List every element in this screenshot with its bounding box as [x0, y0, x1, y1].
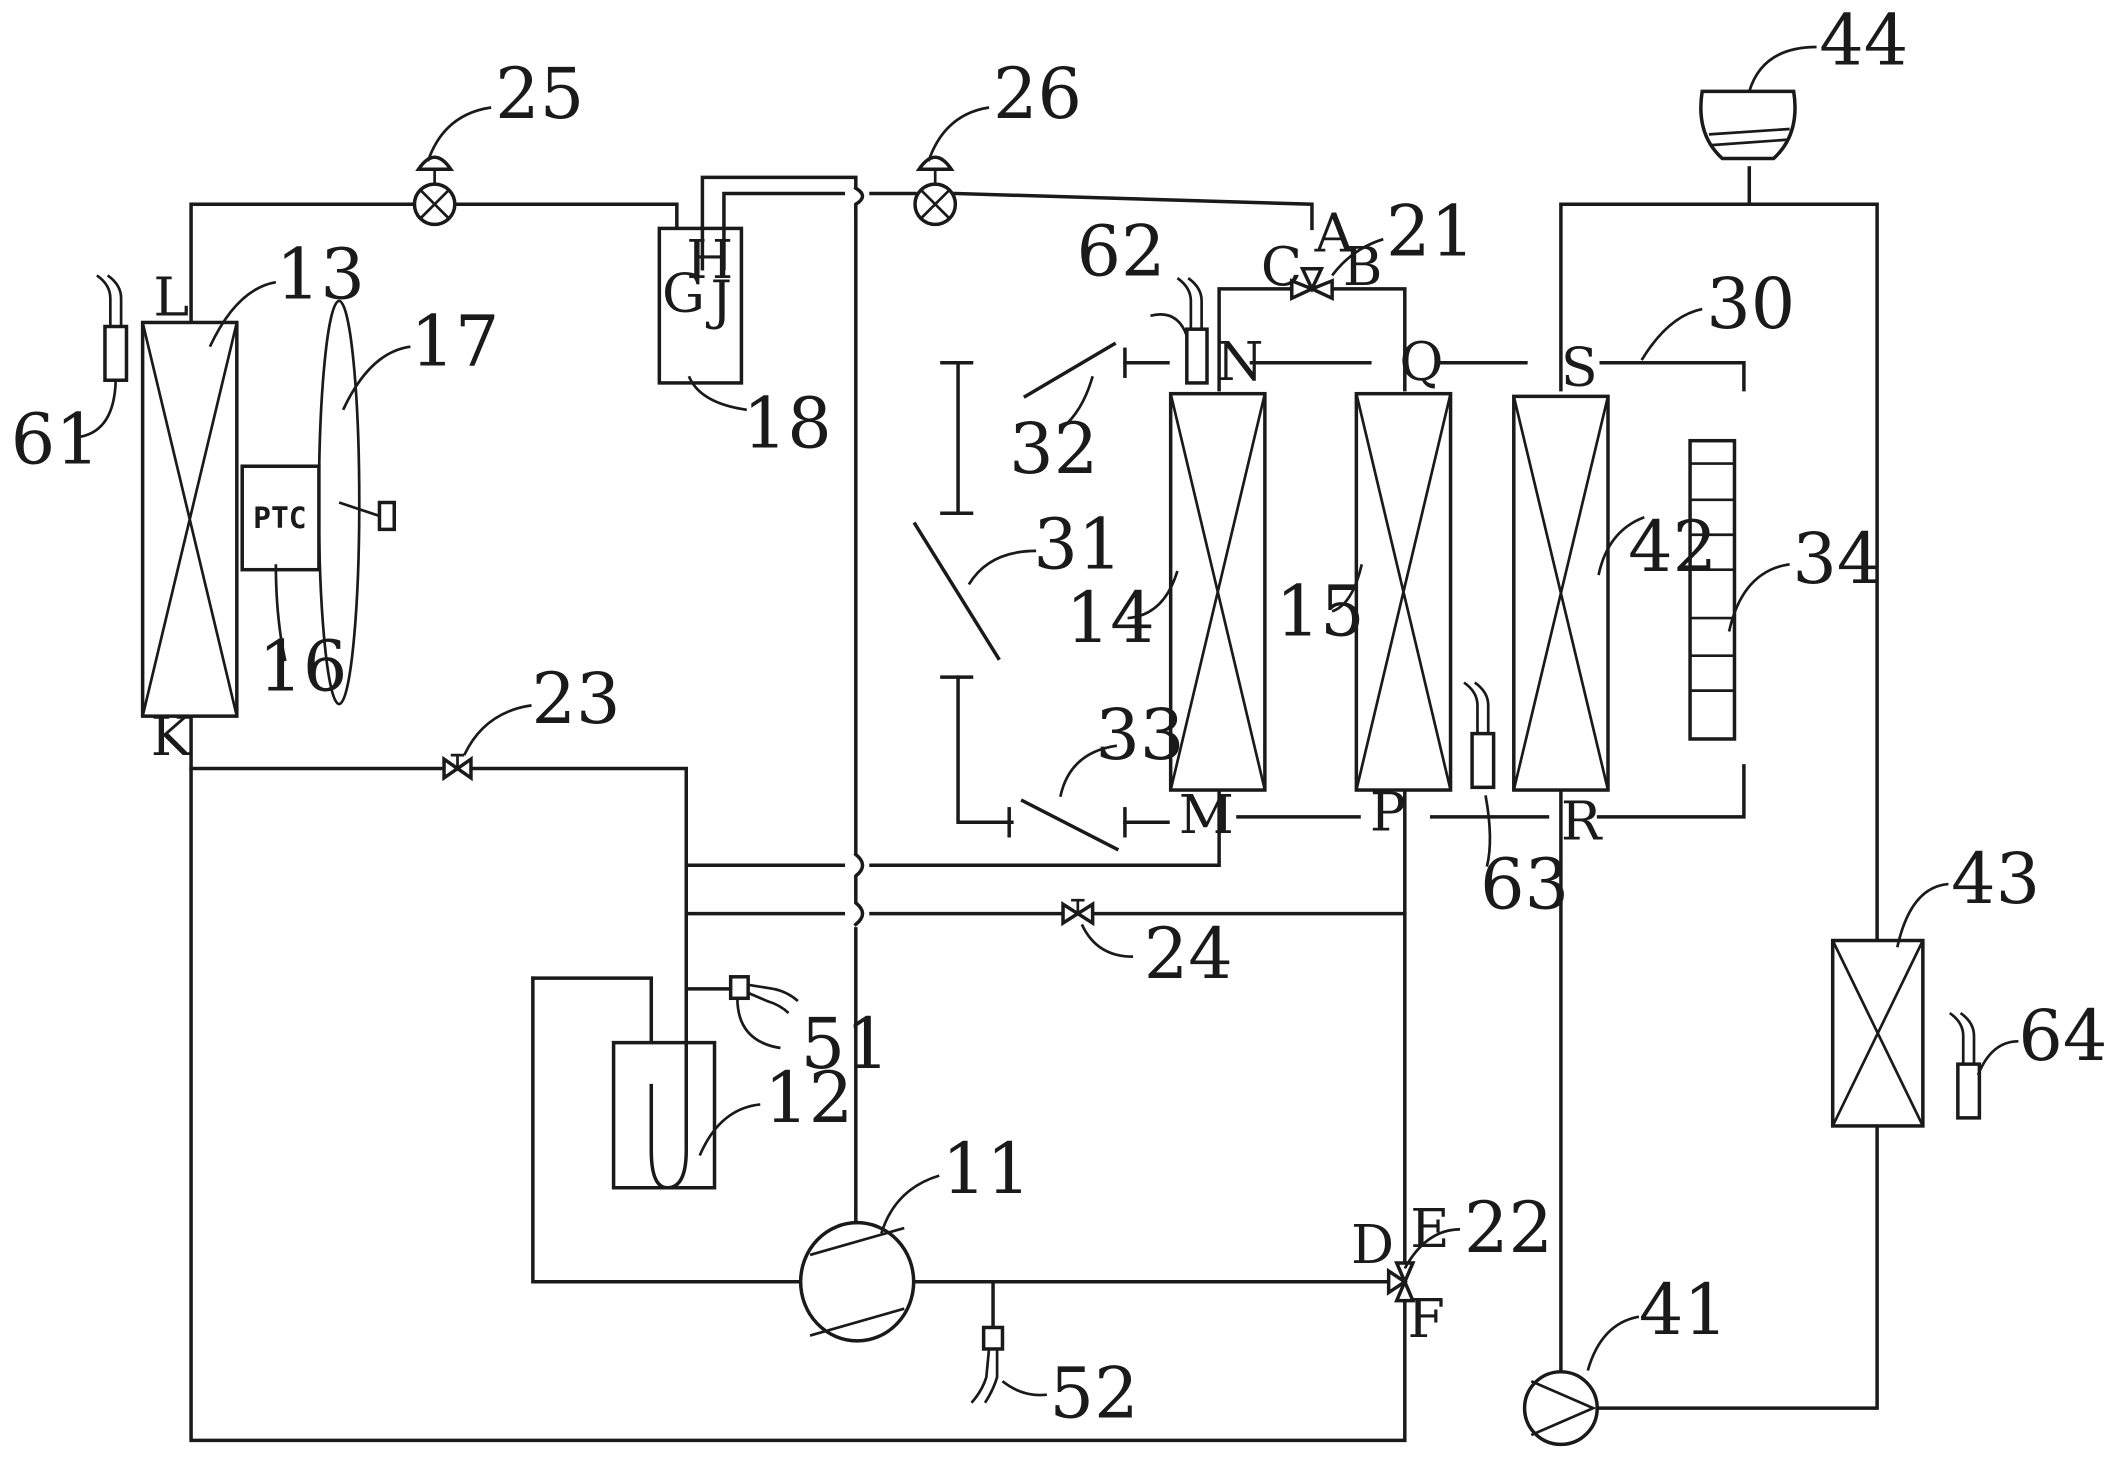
port-H: H	[686, 228, 733, 291]
ref-26: 26	[993, 54, 1082, 135]
expansion-valve-25	[412, 155, 457, 227]
refrigerant-piping	[189, 175, 1407, 1443]
pump-41	[1522, 1370, 1599, 1447]
port-R: R	[1561, 790, 1603, 853]
electric-heater-34	[1688, 438, 1737, 741]
ref-16: 16	[258, 627, 347, 708]
ref-44: 44	[1819, 1, 1908, 82]
ref-13: 13	[276, 234, 365, 315]
expansion-valve-26	[913, 155, 958, 227]
ref-24: 24	[1144, 914, 1233, 995]
port-C: C	[1261, 235, 1302, 298]
ref-17: 17	[410, 302, 499, 383]
ref-25: 25	[495, 54, 584, 135]
ref-51: 51	[801, 1004, 890, 1085]
port-S: S	[1561, 336, 1598, 399]
ref-43: 43	[1951, 839, 2040, 920]
ref-22: 22	[1464, 1188, 1553, 1269]
ref-12: 12	[764, 1058, 853, 1139]
coolant-piping	[1559, 166, 1879, 1410]
port-M: M	[1179, 783, 1234, 846]
ref-61: 61	[11, 400, 100, 481]
sensor-61	[96, 274, 129, 382]
compressor-11	[798, 1207, 916, 1343]
coolant-heater-43	[1830, 938, 1925, 1128]
sensor-51	[728, 975, 799, 1015]
port-letters: A B C D E F G H J K L M N P Q R S	[151, 201, 1603, 1350]
sensor-52	[970, 1325, 1005, 1404]
three-way-valve-21	[1290, 266, 1334, 302]
port-P: P	[1370, 780, 1406, 843]
ref-23: 23	[532, 659, 621, 740]
indoor-heat-exchanger-15	[1354, 391, 1453, 792]
air-duct	[912, 341, 1746, 852]
shutoff-valve-24	[1061, 898, 1095, 927]
ref-18: 18	[743, 383, 832, 464]
port-Q: Q	[1399, 330, 1443, 393]
expansion-tank-44	[1699, 89, 1797, 161]
ref-34: 34	[1792, 519, 1881, 600]
outdoor-heat-exchanger	[140, 320, 239, 718]
ref-31: 31	[1033, 504, 1122, 585]
sensor-64	[1948, 1011, 1982, 1120]
ref-62: 62	[1076, 211, 1165, 292]
port-F: F	[1407, 1287, 1444, 1350]
port-L: L	[153, 266, 189, 329]
ref-15: 15	[1276, 572, 1365, 653]
ref-11: 11	[942, 1129, 1031, 1210]
ref-63: 63	[1480, 844, 1569, 925]
ref-30: 30	[1706, 264, 1795, 345]
port-A: A	[1314, 201, 1355, 264]
ref-33: 33	[1095, 695, 1184, 776]
accumulator-12	[611, 1040, 717, 1190]
fan-17	[317, 299, 397, 706]
sensor-63	[1463, 681, 1496, 790]
ptc-heater: PTC	[240, 464, 321, 572]
port-D: D	[1351, 1213, 1394, 1276]
reference-numbers: 11 12 13 14 15 16 17 18 21 22 23 24 25 2…	[11, 1, 2107, 1435]
ref-41: 41	[1639, 1270, 1728, 1351]
port-N: N	[1216, 330, 1263, 393]
ref-21: 21	[1386, 191, 1475, 272]
port-J: J	[705, 268, 732, 331]
port-G: G	[662, 262, 705, 325]
ref-52: 52	[1050, 1354, 1139, 1435]
ptc-label: PTC	[253, 501, 306, 535]
three-way-valve-22	[1386, 1261, 1416, 1303]
sensor-62	[1176, 277, 1209, 385]
ref-64: 64	[2018, 996, 2107, 1077]
port-K: K	[151, 705, 192, 768]
port-B: B	[1343, 235, 1383, 298]
port-E: E	[1410, 1197, 1449, 1260]
ref-42: 42	[1628, 507, 1717, 588]
shutoff-valve-23	[442, 753, 473, 782]
ref-14: 14	[1066, 578, 1155, 659]
heater-core-42	[1512, 394, 1610, 792]
leader-lines	[80, 45, 2019, 1397]
ref-32: 32	[1009, 409, 1098, 490]
separator-18	[657, 226, 744, 385]
indoor-heat-exchanger-14	[1168, 391, 1267, 792]
